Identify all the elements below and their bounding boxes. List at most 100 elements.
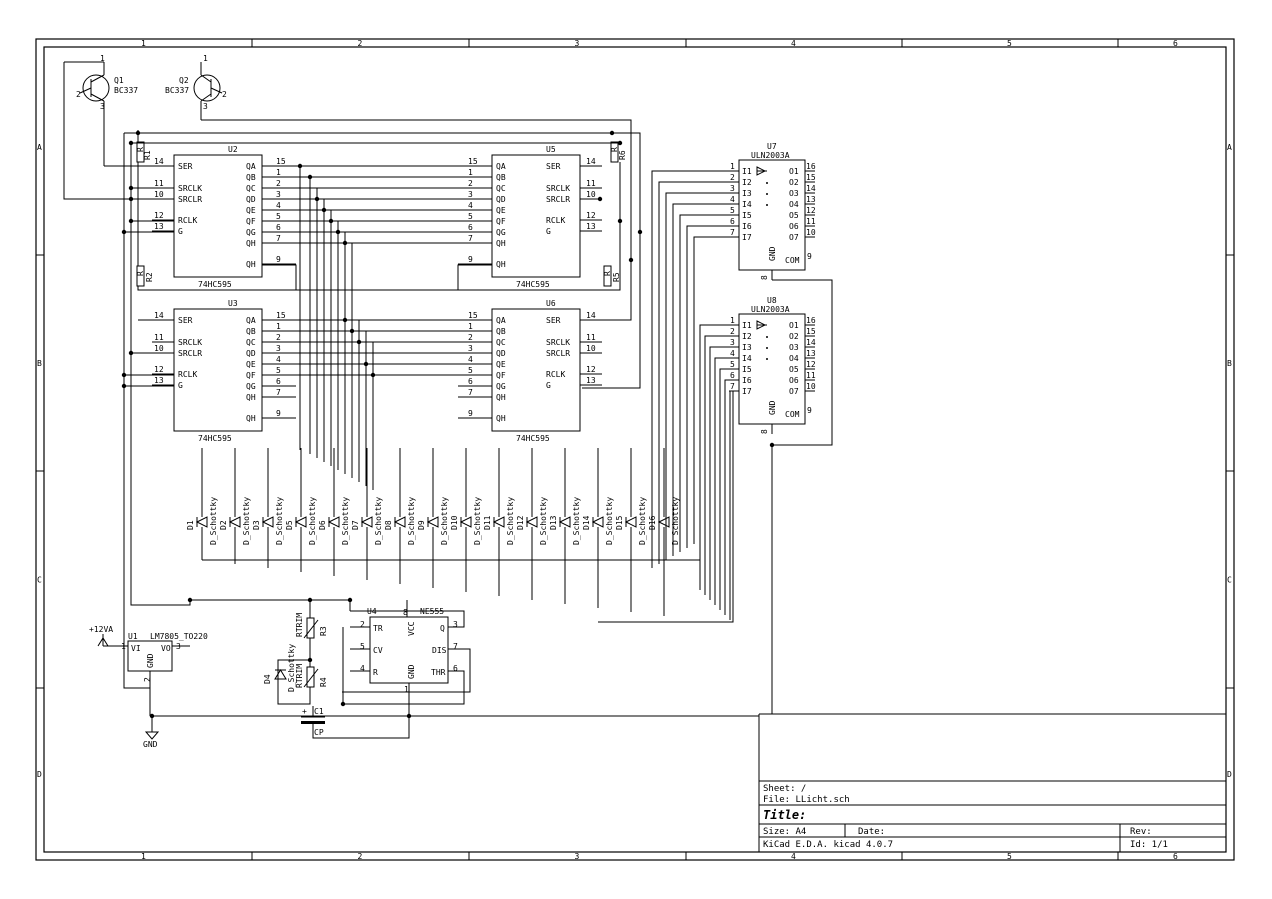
trimmer-r4[interactable]: R4 RTRIM xyxy=(295,664,328,688)
pin-number: 6 xyxy=(468,223,473,232)
wire xyxy=(665,192,729,560)
pin-name: QD xyxy=(496,349,506,358)
pin-number: 11 xyxy=(586,179,596,188)
resistor-r2[interactable]: R2 R xyxy=(136,265,154,287)
timer-u4[interactable]: TR CV R Q DIS THR VCC GND 2 5 4 8 1 3 7 … xyxy=(360,607,458,694)
diode-value: D_Schottky xyxy=(506,497,515,545)
pin-number: 7 xyxy=(730,228,735,237)
pin-number: 4 xyxy=(468,201,473,210)
u4-r-pin: R xyxy=(373,668,378,677)
shift-register-u2[interactable]: U274HC595SER14SRCLK11SRCLR10RCLK12G13QA1… xyxy=(152,145,296,289)
resistor-r1[interactable]: R1 R xyxy=(136,141,152,163)
diode-ref: D6 xyxy=(318,520,327,530)
diode-body xyxy=(591,516,604,528)
pin-name: I3 xyxy=(742,189,752,198)
shift-register-u5[interactable]: U574HC595SER14SRCLK11SRCLR10RCLK12G13QA1… xyxy=(458,145,602,289)
wire xyxy=(759,279,833,715)
pin-number: 12 xyxy=(806,206,816,215)
pin-number: 15 xyxy=(806,173,816,182)
com-pin-number: 9 xyxy=(807,406,812,415)
pin-name: RCLK xyxy=(178,370,197,379)
pin-number: 4 xyxy=(276,355,281,364)
diode-ref: D3 xyxy=(252,520,261,530)
resistor-r5[interactable]: R5 R xyxy=(603,265,621,287)
pin-name: QE xyxy=(496,206,506,215)
wire xyxy=(201,119,632,321)
diode-value: D_Schottky xyxy=(440,497,449,545)
pin-number: 14 xyxy=(154,311,164,320)
pin-name: SRCLR xyxy=(178,195,202,204)
pin-name: QG xyxy=(246,228,256,237)
title-block-tool: KiCad E.D.A. kicad 4.0.7 xyxy=(763,840,893,850)
pin-number: 11 xyxy=(806,217,816,226)
resistor-r6[interactable]: R6 R xyxy=(610,141,627,163)
frame-row-left-D: D xyxy=(37,770,42,779)
diode-d6[interactable]: D6 D_Schottky xyxy=(318,448,350,576)
shift-register-u6[interactable]: U674HC595SER14SRCLK11SRCLR10RCLK12G13QA1… xyxy=(458,299,602,443)
c1-ref: C1 xyxy=(314,707,324,716)
u4-thr-pin: THR xyxy=(431,668,446,677)
diode-body xyxy=(426,516,439,528)
trimmer-r3[interactable]: R3 RTRIM xyxy=(295,613,328,639)
pin-name: QC xyxy=(496,338,506,347)
u4-tr-pin: TR xyxy=(373,624,383,633)
pin-number: 13 xyxy=(806,195,816,204)
junction-dot xyxy=(356,339,362,345)
r4-ref: R4 xyxy=(319,677,328,687)
frame-col-top-1: 1 xyxy=(141,39,146,48)
gnd-pin-number: 8 xyxy=(760,429,769,434)
wire xyxy=(724,379,729,615)
diode-value: D_Schottky xyxy=(605,497,614,545)
pin-number: 13 xyxy=(154,222,164,231)
transistor-q2[interactable]: 1 2 3 Q2 BC337 xyxy=(165,54,227,120)
r6-ref: R6 xyxy=(618,150,627,160)
pin-name: SRCLR xyxy=(178,349,202,358)
pin-name: QG xyxy=(496,382,506,391)
pin-number: 15 xyxy=(468,311,478,320)
ic-ref: U6 xyxy=(546,299,556,308)
diode-value: D_Schottky xyxy=(341,497,350,545)
junction-dot xyxy=(597,196,603,202)
junction-dot xyxy=(297,163,303,169)
pin-name: QF xyxy=(496,371,506,380)
power-12v-symbol: +12VA xyxy=(89,625,113,647)
pin-name: G xyxy=(546,227,551,236)
d4-ref: D4 xyxy=(263,674,272,684)
capacitor-c1[interactable]: + C1 CP xyxy=(301,707,325,737)
junction-dot xyxy=(328,218,334,224)
shift-register-u3[interactable]: U374HC595SER14SRCLK11SRCLR10RCLK12G13QA1… xyxy=(152,299,296,443)
ic-ref: U2 xyxy=(228,145,238,154)
pin-name: QB xyxy=(496,173,506,182)
diode-body xyxy=(459,516,472,528)
frame-row-right-A: A xyxy=(1227,143,1232,152)
pin-number: 13 xyxy=(586,376,596,385)
pin-name: I2 xyxy=(742,332,752,341)
pin-number: 10 xyxy=(586,190,596,199)
pin-name: I2 xyxy=(742,178,752,187)
diode-d4[interactable]: D4 D_Schottky xyxy=(263,644,296,692)
svg-text:3: 3 xyxy=(203,102,208,111)
ic-value: 74HC595 xyxy=(198,280,232,289)
diode-body xyxy=(327,516,340,528)
regulator-u1[interactable]: VI VO GND 1 3 2 U1 LM7805_TO220 xyxy=(103,632,208,716)
pin-number: 10 xyxy=(586,344,596,353)
transistor-q1[interactable]: 1 2 3 Q1 BC337 xyxy=(76,54,138,166)
pin-number: 1 xyxy=(276,168,281,177)
pin-name: QH xyxy=(246,260,256,269)
